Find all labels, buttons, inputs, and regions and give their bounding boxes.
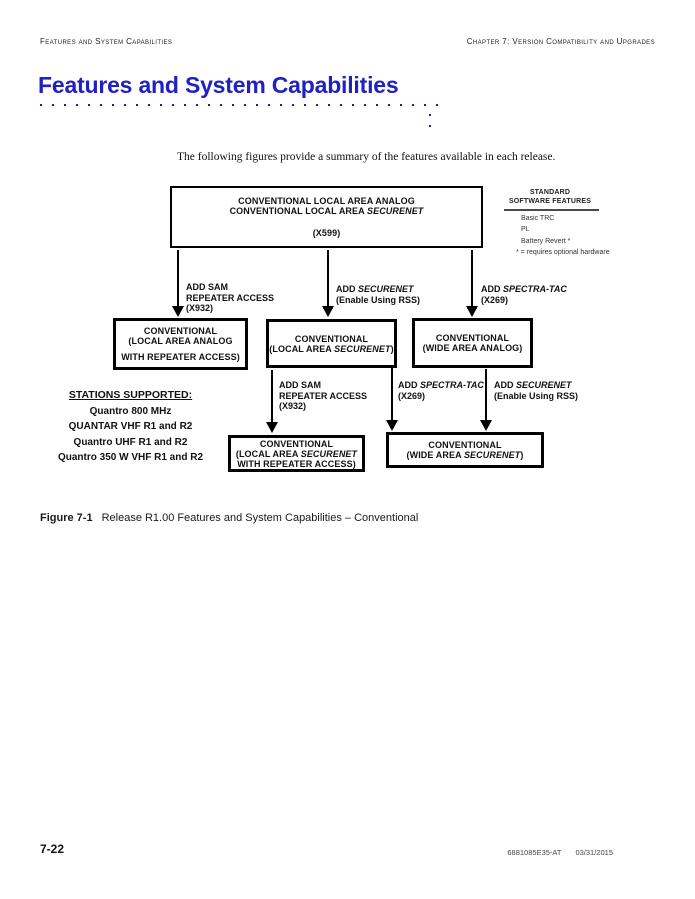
arrow-down [480, 369, 492, 431]
box-conventional-local-area: CONVENTIONAL LOCAL AREA ANALOG CONVENTIO… [170, 186, 483, 248]
stations-item: Quantro 800 MHz [89, 405, 172, 417]
stations-item: Quantro UHF R1 and R2 [73, 436, 188, 448]
panel-item: Basic TRC [521, 215, 555, 222]
box-line: CONVENTIONAL LOCAL AREA SECURENET [229, 206, 424, 216]
footer-doc-number: 6881085E35-AT [507, 848, 562, 857]
arrow-down [386, 368, 398, 431]
panel-note: * = requires optional hardware [516, 249, 610, 256]
arrow-label-add-securenet: ADD SECURENET (Enable Using RSS) [494, 380, 579, 401]
arrow-label-add-sam: ADD SAM REPEATER ACCESS (X932) [279, 380, 368, 411]
intro-text: The following figures provide a summary … [177, 151, 556, 163]
stations-item: Quantro 350 W VHF R1 and R2 [57, 452, 204, 463]
arrow-label-add-sam: ADD SAM REPEATER ACCESS (X932) [186, 282, 275, 313]
figure-caption-label: Figure 7-1 [40, 512, 93, 524]
stations-item: QUANTAR VHF R1 and R2 [68, 421, 193, 432]
box-line: CONVENTIONAL LOCAL AREA ANALOG [238, 196, 415, 206]
arrow-label-add-spectra-tac: ADD SPECTRA-TAC (X269) [398, 380, 484, 401]
box-local-area-securenet: CONVENTIONAL (LOCAL AREA SECURENET) [266, 319, 397, 368]
header-right: Chapter 7: Version Compatibility and Upg… [466, 37, 655, 46]
arrow-down [266, 370, 278, 433]
panel-items: Basic TRC PL Battery Revert * * = requir… [516, 213, 610, 258]
box-local-area-analog-repeater: CONVENTIONAL (LOCAL AREA ANALOG WITH REP… [113, 318, 248, 370]
panel-rule [504, 209, 599, 211]
footer-page-number: 7-22 [40, 842, 65, 856]
arrow-down [322, 250, 334, 317]
arrow-down [172, 250, 184, 317]
title-dot [429, 114, 431, 116]
box-wide-area-securenet: CONVENTIONAL (WIDE AREA SECURENET) [386, 432, 544, 468]
footer-doc-info: 6881085E35-AT 03/31/2015 [507, 848, 613, 857]
box-local-area-securenet-repeater: CONVENTIONAL (LOCAL AREA SECURENET WITH … [228, 435, 365, 472]
panel-item: PL [521, 226, 530, 233]
page-title: Features and System Capabilities [38, 72, 399, 98]
header-left: Features and System Capabilities [40, 37, 173, 46]
arrow-down [466, 250, 478, 317]
title-dotted-rule [40, 104, 440, 106]
arrow-label-add-securenet: ADD SECURENET (Enable Using RSS) [336, 284, 421, 305]
figure-caption: Figure 7-1 Release R1.00 Features and Sys… [40, 512, 418, 524]
figure-caption-text: Release R1.00 Features and System Capabi… [101, 512, 419, 524]
stations-supported-list: STATIONS SUPPORTED: Quantro 800 MHz QUAN… [38, 388, 223, 466]
arrow-label-add-spectra-tac: ADD SPECTRA-TAC (X269) [481, 284, 567, 305]
footer-date: 03/31/2015 [575, 848, 613, 857]
title-dot [429, 125, 431, 127]
stations-title: STATIONS SUPPORTED: [68, 389, 193, 401]
panel-title: STANDARD SOFTWARE FEATURES [508, 189, 592, 205]
box-code: (X599) [312, 228, 341, 238]
panel-item: Battery Revert * [521, 238, 571, 245]
box-wide-area-analog: CONVENTIONAL (WIDE AREA ANALOG) [412, 318, 533, 368]
